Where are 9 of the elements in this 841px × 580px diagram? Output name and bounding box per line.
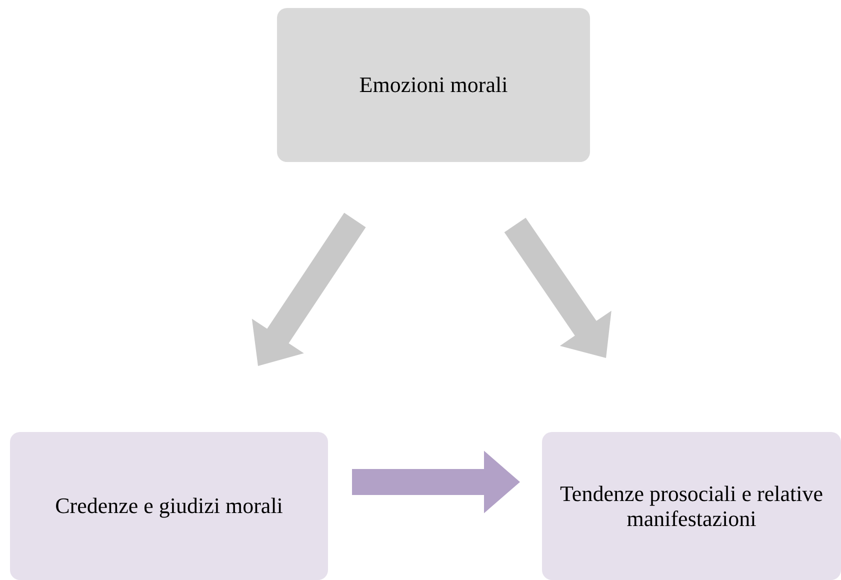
process-box [277,8,590,162]
block-arrow [252,212,366,366]
process-box [542,432,841,580]
block-arrow [504,218,612,358]
process-box [10,432,328,580]
block-arrow [352,450,520,514]
box-label: Tendenze prosociali e relative manifestazioni [559,480,824,532]
box-label: Emozioni morali [359,72,508,98]
box-label: Credenze e giudizi morali [55,493,283,519]
